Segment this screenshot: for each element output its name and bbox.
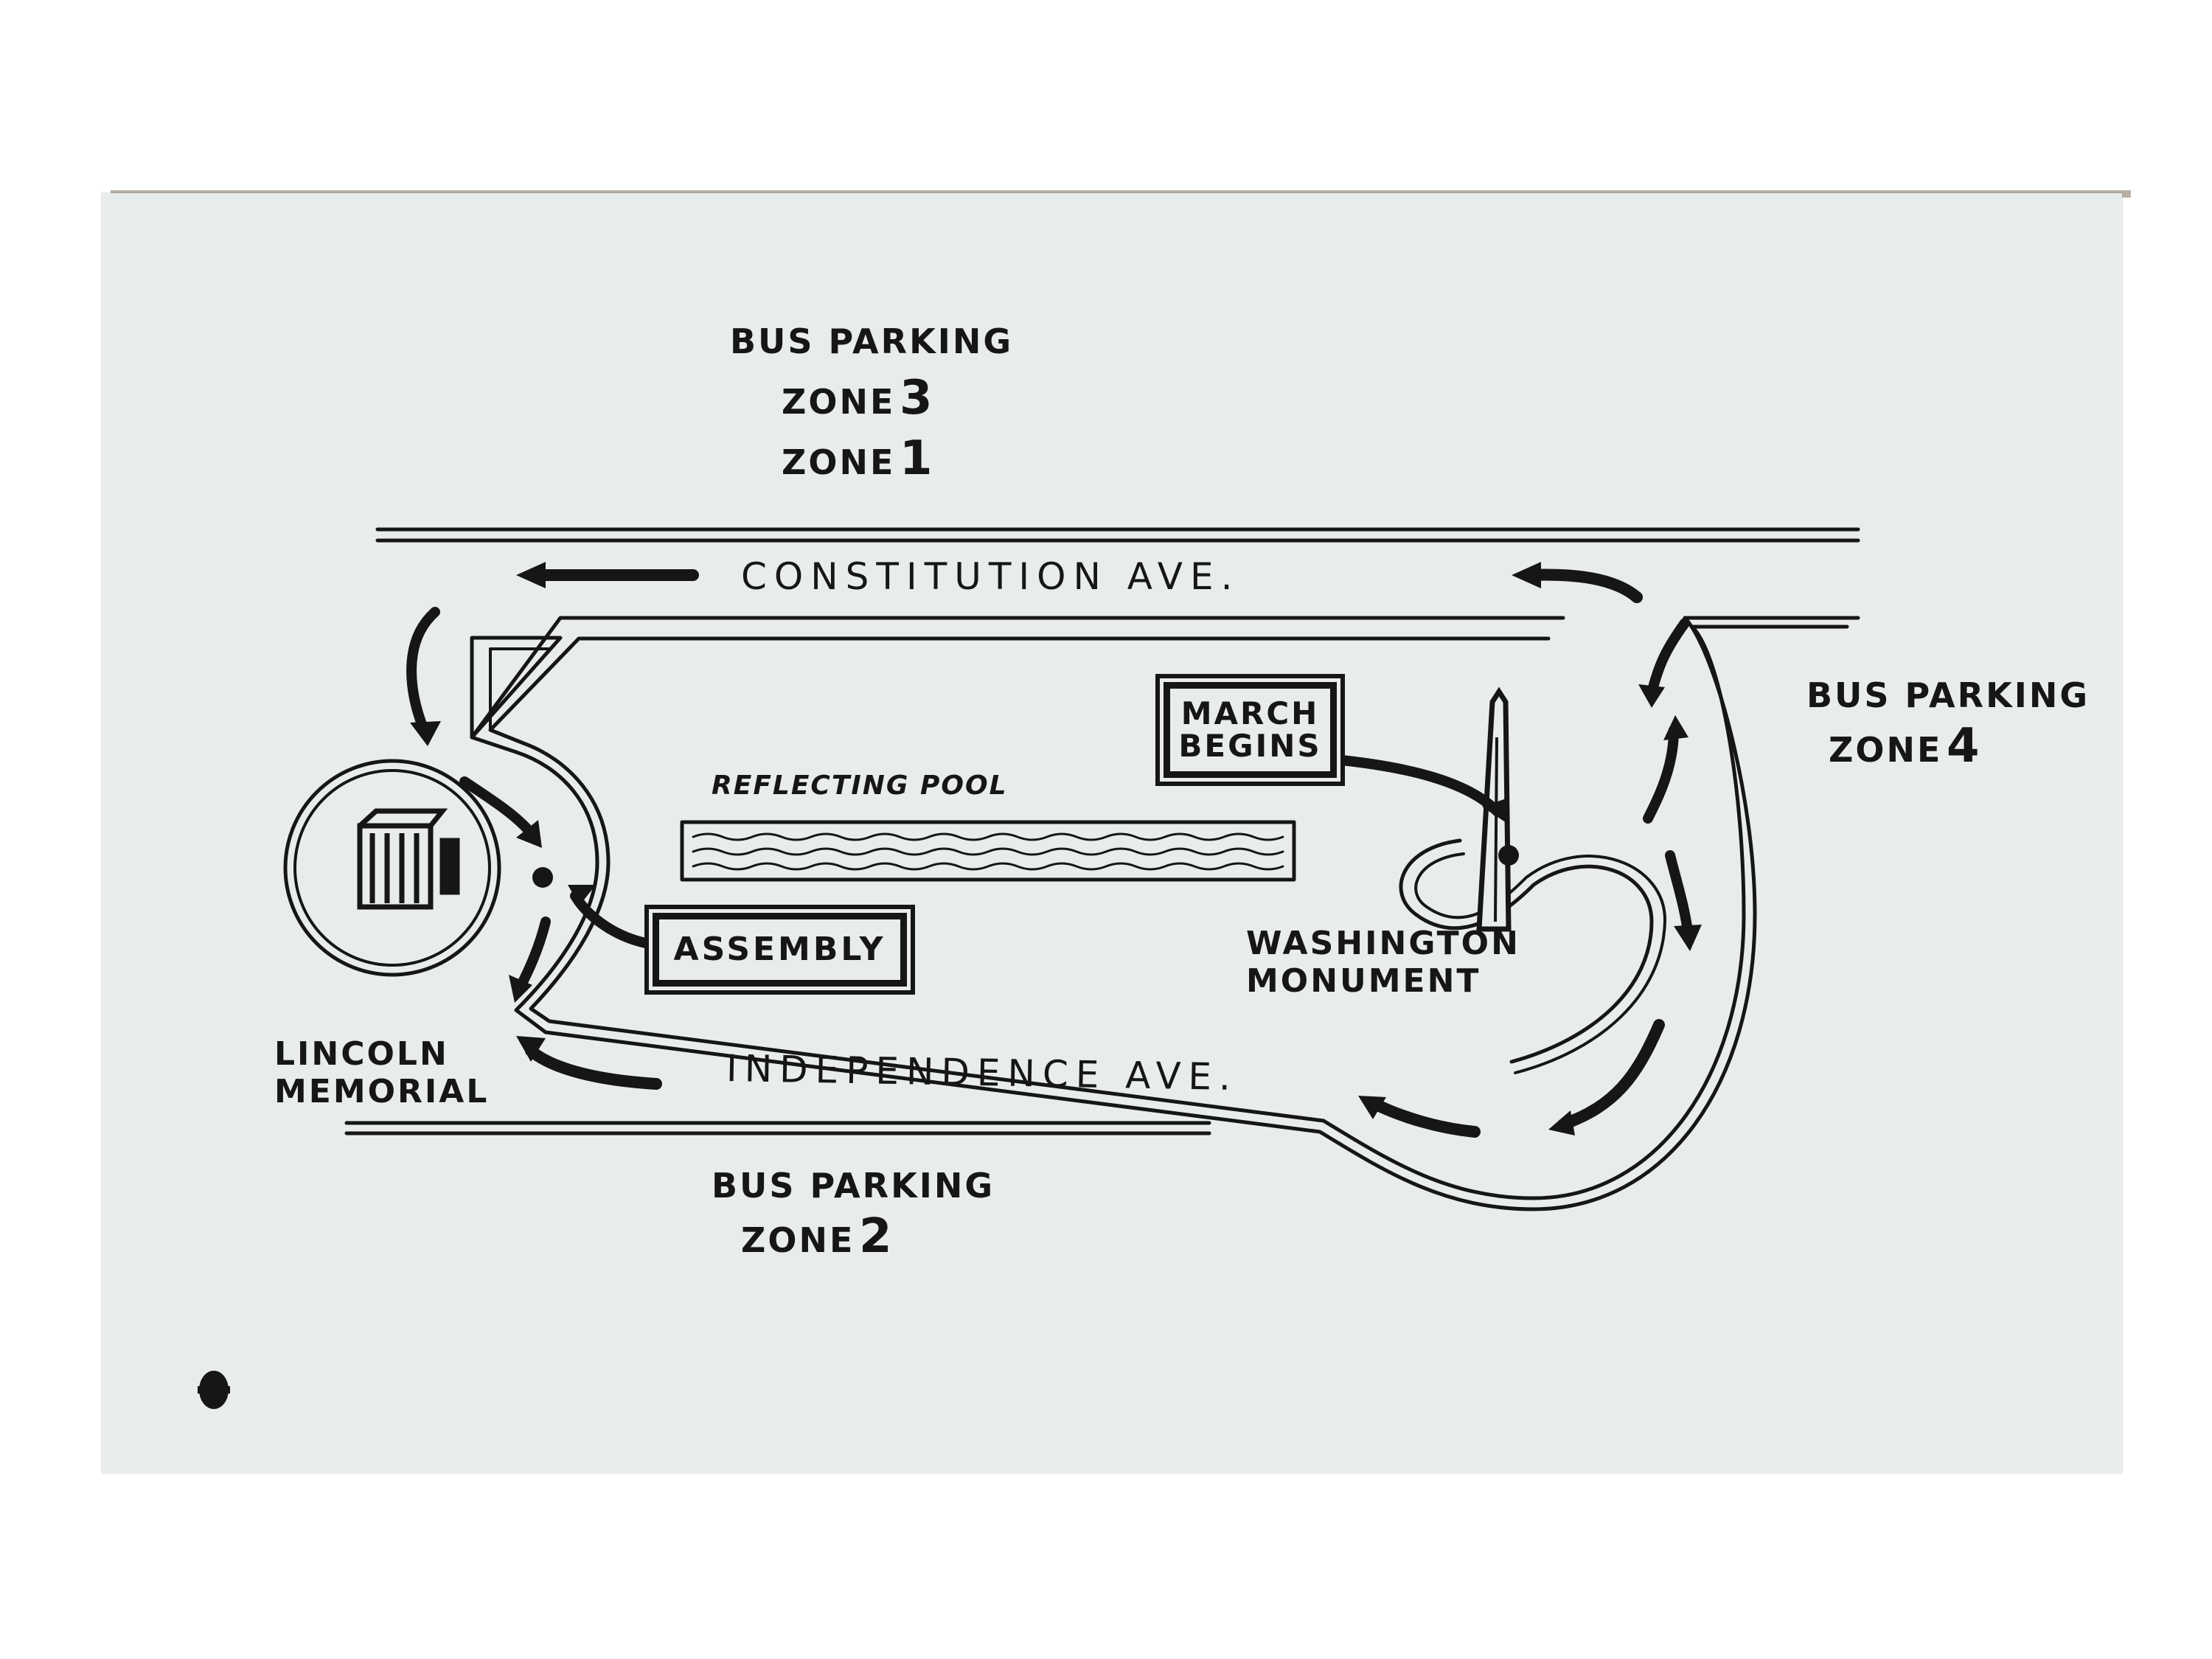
bus-parking-east-title: BUS PARKING xyxy=(1806,675,2090,715)
lincoln-diagonal-ramp xyxy=(470,636,563,740)
constitution-ave-label: CONSTITUTION AVE. xyxy=(741,555,1240,598)
north-zone3-word: ZONE xyxy=(782,382,896,422)
reflecting-pool-label: REFLECTING POOL xyxy=(712,771,1008,801)
route-arrow-east-loop-mid xyxy=(1643,725,1679,824)
assembly-point-dot xyxy=(532,867,553,888)
route-arrow-east-loop-right xyxy=(1665,850,1694,942)
march-begins-box: MARCH BEGINS xyxy=(1164,682,1337,778)
bus-parking-north-zone3: ZONE 3 xyxy=(782,375,1013,422)
route-arrow-to-assembly xyxy=(459,776,536,838)
march-begins-line1: MARCH xyxy=(1180,695,1320,731)
route-arrow-lincoln-south xyxy=(515,917,551,993)
bus-parking-south-title: BUS PARKING xyxy=(712,1166,995,1206)
independence-ave-road xyxy=(344,1121,1211,1135)
east-zone4-digit: 4 xyxy=(1946,719,1980,773)
north-zone1-digit: 1 xyxy=(899,431,933,486)
route-arrow-east-loop-top xyxy=(1646,618,1690,698)
assembly-box: ASSEMBLY xyxy=(653,913,907,987)
bus-parking-north: BUS PARKING ZONE 3 ZONE 1 xyxy=(730,324,1013,482)
north-zone1-word: ZONE xyxy=(782,442,896,482)
route-arrow-west-independence xyxy=(525,1045,662,1090)
lincoln-memorial-circle xyxy=(283,759,501,977)
east-zone4-word: ZONE xyxy=(1829,730,1943,770)
lincoln-label-line1: LINCOLN xyxy=(274,1035,449,1073)
march-point-dot xyxy=(1498,845,1519,866)
bus-parking-east: BUS PARKING ZONE 4 xyxy=(1806,678,2090,770)
map-sheet xyxy=(102,193,2122,1473)
union-bug-mark xyxy=(198,1371,230,1409)
mall-loop-road-inner xyxy=(488,625,1849,1200)
march-begins-arrow xyxy=(1329,754,1502,816)
washington-label-line1: WASHINGTON xyxy=(1246,925,1520,962)
south-zone2-word: ZONE xyxy=(741,1220,855,1260)
bus-parking-north-zone1: ZONE 1 xyxy=(782,435,1013,482)
lincoln-label-line2: MEMORIAL xyxy=(274,1072,490,1110)
lincoln-building-icon xyxy=(357,808,460,910)
bus-parking-east-zone4: ZONE 4 xyxy=(1829,723,2090,770)
reflecting-pool-water xyxy=(692,832,1284,871)
lincoln-memorial-label: LINCOLN MEMORIAL xyxy=(274,1035,490,1110)
reflecting-pool-rect xyxy=(680,820,1296,882)
independence-ave-label: INDEPENDENCE AVE. xyxy=(726,1046,1239,1099)
washington-monument-label: WASHINGTON MONUMENT xyxy=(1246,925,1520,1000)
bus-parking-north-title: BUS PARKING xyxy=(730,321,1014,361)
washington-label-line2: MONUMENT xyxy=(1246,961,1481,1000)
mall-loop-road xyxy=(470,616,1860,1211)
north-zone3-digit: 3 xyxy=(899,371,933,425)
monument-grounds-loop xyxy=(1399,838,1654,1064)
assembly-label: ASSEMBLY xyxy=(673,930,886,968)
constitution-ave-road xyxy=(375,527,1860,543)
march-begins-line2: BEGINS xyxy=(1178,728,1322,764)
route-arrow-east-bottom xyxy=(1366,1096,1481,1138)
route-arrow-east-top xyxy=(1520,568,1643,603)
bus-parking-south: BUS PARKING ZONE 2 xyxy=(712,1169,995,1260)
bus-parking-south-zone2: ZONE 2 xyxy=(741,1213,995,1260)
route-arrow-ramp-down xyxy=(406,607,440,735)
route-arrow-east-loop-lower xyxy=(1557,1019,1665,1130)
south-zone2-digit: 2 xyxy=(858,1209,892,1264)
